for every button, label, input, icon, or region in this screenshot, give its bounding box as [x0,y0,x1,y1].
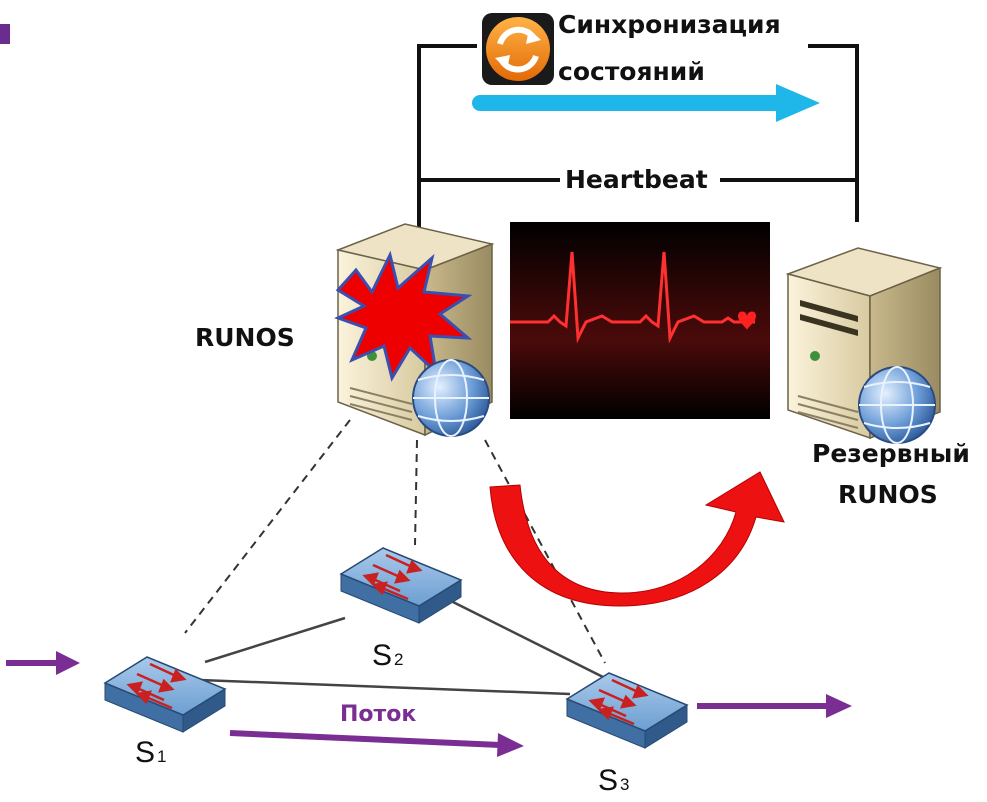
switch-label-s1-main: S [135,736,155,769]
globe-icon [858,366,936,444]
backup-label-line1: Резервный [812,439,970,468]
flow-arrow-out [697,694,852,718]
sync-label-line2: состояний [558,57,705,86]
flow-label: Поток [340,702,416,727]
control-links [184,419,606,664]
sync-bracket [417,44,859,232]
explosion-icon [334,250,473,382]
flow-arrow-middle [229,730,524,757]
switch-label-s3-sub: 3 [620,775,629,794]
switch-s1 [103,656,227,733]
primary-controller-label: RUNOS [195,323,295,352]
sync-icon [482,13,554,85]
switch-label-s3-main: S [598,764,618,797]
flow-arrow-in [6,651,80,675]
switch-label-s2-sub: 2 [394,650,403,669]
heartbeat-monitor-icon [510,222,770,419]
data-links [199,596,606,696]
backup-label-line2: RUNOS [838,480,938,509]
globe-icon [412,359,490,437]
switch-s2 [339,547,463,624]
failover-arrow [489,471,785,607]
sync-label-line1: Синхронизация [558,10,781,39]
switch-label-s2-main: S [372,639,392,672]
accent-bar [0,24,10,44]
heartbeat-label: Heartbeat [565,165,708,194]
switch-s3 [565,672,689,749]
switch-label-s1-sub: 1 [157,747,166,766]
sync-arrow [472,84,820,122]
